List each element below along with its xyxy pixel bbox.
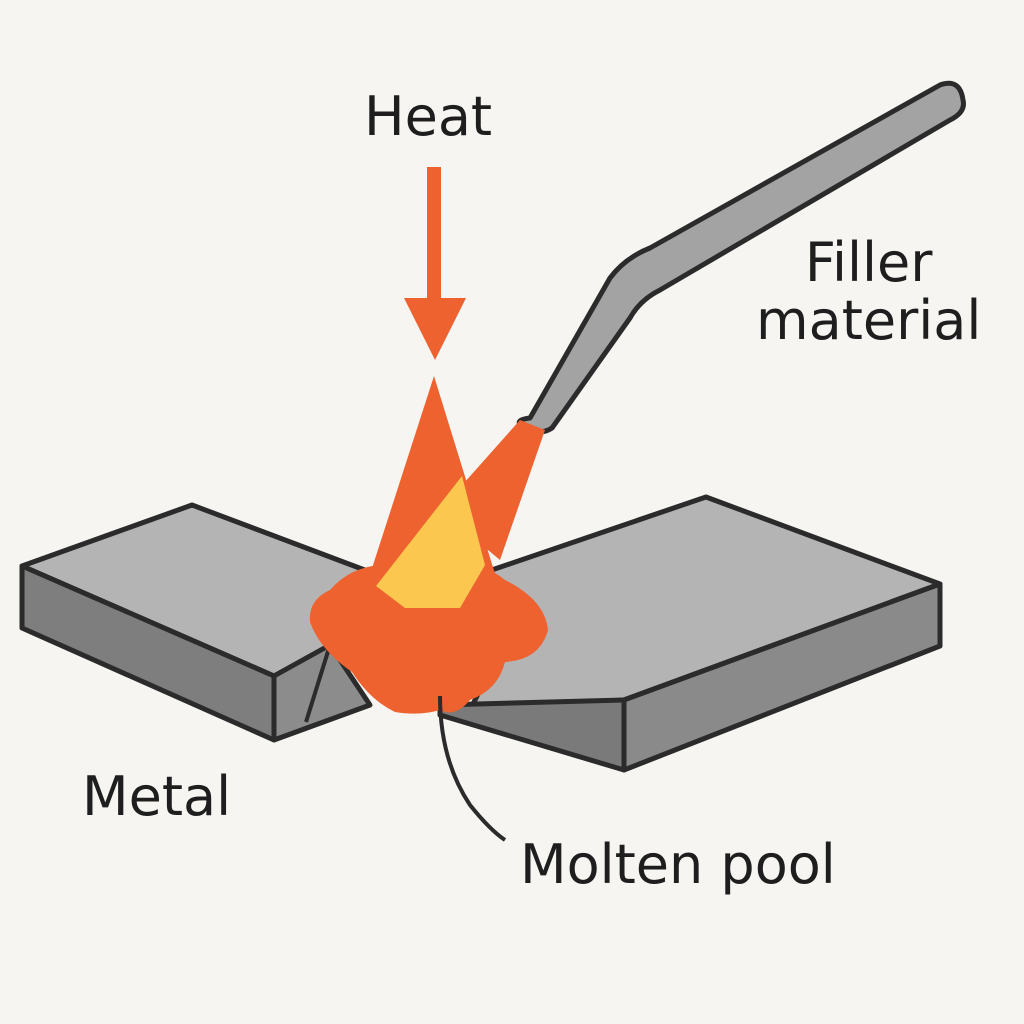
left-metal-plate	[19, 502, 381, 743]
molten-pool-leader-line	[438, 695, 507, 842]
filler-material-label: Filler material	[756, 231, 982, 353]
left-plate-side	[271, 642, 373, 743]
metal-label: Metal	[82, 765, 232, 828]
heat-arrow	[404, 167, 466, 360]
heat-arrow-head	[404, 298, 466, 360]
heat-label-text: Heat	[364, 85, 493, 148]
molten-pool-blob	[309, 562, 548, 714]
metal-label-text: Metal	[82, 765, 232, 828]
molten-pool-label-text: Molten pool	[520, 833, 836, 896]
heat-arrow-shaft	[427, 167, 441, 302]
filler-label-line1: Filler	[804, 231, 933, 294]
filler-label-line2: material	[756, 289, 982, 353]
heat-label: Heat	[364, 85, 493, 148]
right-plate-left-face	[437, 697, 627, 773]
flame-core	[376, 476, 485, 608]
left-plate-bevel-line	[304, 644, 332, 723]
molten-pool-label: Molten pool	[520, 833, 836, 896]
